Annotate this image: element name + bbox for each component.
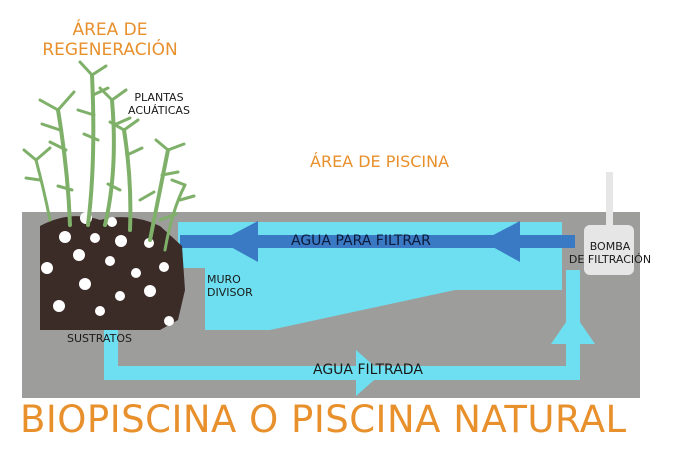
water-to-filter-arrow bbox=[180, 221, 575, 262]
plants-label-line2: ACUÁTICAS bbox=[128, 104, 190, 118]
wall-label-line1: MURO bbox=[207, 273, 241, 286]
aquatic-plants-label: PLANTAS ACUÁTICAS bbox=[118, 91, 200, 117]
regeneration-label-line2: REGENERACIÓN bbox=[42, 40, 178, 61]
filtered-water-label: AGUA FILTRADA bbox=[313, 362, 423, 378]
substrates-label: SUSTRATOS bbox=[67, 332, 132, 345]
plants-label-line1: PLANTAS bbox=[134, 91, 184, 104]
pump-label-line2: DE FILTRACIÓN bbox=[568, 253, 652, 267]
pump-housing bbox=[584, 172, 634, 275]
pool-water bbox=[178, 222, 562, 330]
page-title: BIOPISCINA O PISCINA NATURAL bbox=[20, 398, 627, 441]
substrate-pebbles bbox=[41, 212, 174, 326]
filtered-water-pipe bbox=[104, 270, 595, 396]
dividing-wall-label: MURO DIVISOR bbox=[207, 273, 253, 299]
flow-arrow-right bbox=[356, 350, 382, 396]
dividing-wall bbox=[185, 268, 205, 330]
pool-area-label: ÁREA DE PISCINA bbox=[310, 152, 450, 171]
regeneration-label-line1: ÁREA DE bbox=[72, 20, 148, 40]
flow-arrow-up bbox=[551, 312, 595, 344]
wall-label-line2: DIVISOR bbox=[207, 286, 253, 300]
pump-label-line1: BOMBA bbox=[589, 240, 631, 253]
aquatic-plants bbox=[22, 60, 196, 252]
pump-label: BOMBA DE FILTRACIÓN bbox=[560, 240, 660, 266]
water-to-filter-label: AGUA PARA FILTRAR bbox=[291, 233, 431, 249]
regeneration-area-label: ÁREA DE REGENERACIÓN bbox=[30, 20, 190, 61]
